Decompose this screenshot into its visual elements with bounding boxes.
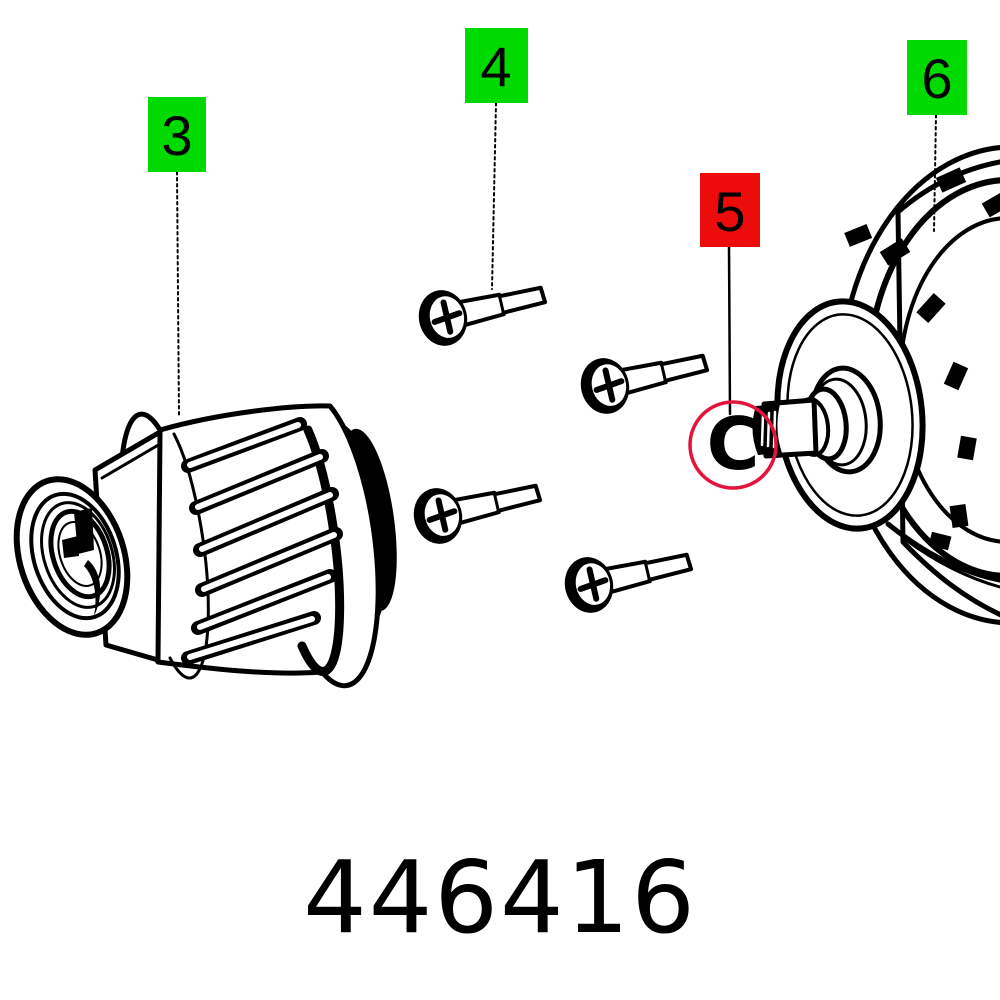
clutch-ring-tabs [844, 167, 1000, 529]
callout-box-3[interactable] [148, 97, 206, 172]
screw-3 [408, 466, 544, 549]
callout-5[interactable]: 5 [700, 173, 760, 247]
callout-4[interactable]: 4 [465, 28, 528, 103]
leader-line-3 [176, 171, 180, 417]
screws-group [408, 268, 711, 618]
screw-4 [559, 535, 695, 618]
callout-label-3: 3 [161, 104, 192, 167]
callout-label-6: 6 [921, 47, 952, 110]
screw-2 [575, 336, 711, 419]
callout-label-5: 5 [714, 180, 745, 243]
screw-1 [413, 268, 549, 351]
callout-box-4[interactable] [465, 28, 528, 103]
callout-6[interactable]: 6 [907, 40, 967, 115]
gearbox-drawing [752, 145, 1000, 625]
marker-letter: C [707, 402, 760, 486]
chuck-grip-ribs [181, 417, 343, 665]
circled-letter-marker[interactable]: C [688, 400, 778, 490]
part-number: 446416 [303, 839, 697, 956]
drill-chuck-drawing [13, 403, 397, 689]
leader-lines [176, 102, 937, 417]
callout-box-6[interactable] [907, 40, 967, 115]
callout-label-4: 4 [480, 35, 511, 98]
leader-line-4 [491, 102, 497, 290]
leader-line-5 [727, 245, 732, 416]
callout-3[interactable]: 3 [148, 97, 206, 172]
chuck-jaws [57, 508, 103, 616]
callout-box-5[interactable] [700, 173, 760, 247]
leader-line-6 [933, 114, 937, 232]
highlight-circle [688, 400, 778, 490]
